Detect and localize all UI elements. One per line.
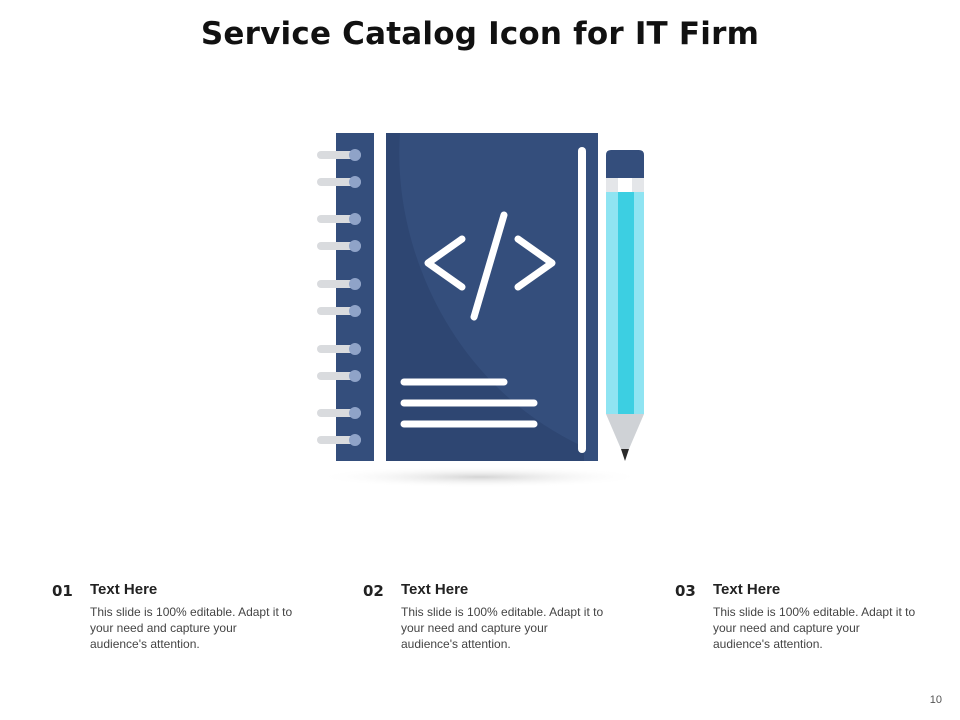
service-catalog-illustration (300, 125, 660, 495)
pencil-band (618, 192, 634, 414)
item-number: 03 (675, 582, 696, 600)
item-heading: Text Here (401, 581, 469, 598)
spiral-ring (349, 434, 361, 446)
pencil-ferrule-light (618, 178, 632, 192)
notebook-text-lines (400, 378, 538, 428)
service-catalog-svg (315, 133, 645, 488)
item-body: This slide is 100% editable. Adapt it to… (401, 605, 604, 651)
slide-title: Service Catalog Icon for IT Firm (200, 16, 760, 52)
pencil-icon (606, 150, 644, 461)
item-number: 02 (363, 582, 384, 600)
floor-shadow (315, 466, 645, 488)
pencil-tip (606, 414, 644, 449)
spiral-ring (349, 278, 361, 290)
spiral-ring (349, 343, 361, 355)
spiral-ring (349, 370, 361, 382)
item-number: 01 (52, 582, 73, 600)
spiral-notebook-icon (317, 133, 598, 461)
spiral-ring (349, 149, 361, 161)
notebook-edge-line (578, 147, 586, 453)
spiral-ring (349, 213, 361, 225)
spiral-ring (349, 407, 361, 419)
item-body: This slide is 100% editable. Adapt it to… (90, 605, 293, 651)
item-heading: Text Here (90, 581, 158, 598)
spiral-ring (349, 176, 361, 188)
item-body: This slide is 100% editable. Adapt it to… (713, 605, 916, 651)
spiral-rings (317, 149, 361, 446)
spiral-ring (349, 305, 361, 317)
code-brackets-icon (424, 211, 556, 321)
spiral-ring (349, 240, 361, 252)
page-number: 10 (929, 694, 942, 706)
pencil-eraser (606, 150, 644, 178)
pencil-lead (621, 449, 629, 461)
item-heading: Text Here (713, 581, 781, 598)
